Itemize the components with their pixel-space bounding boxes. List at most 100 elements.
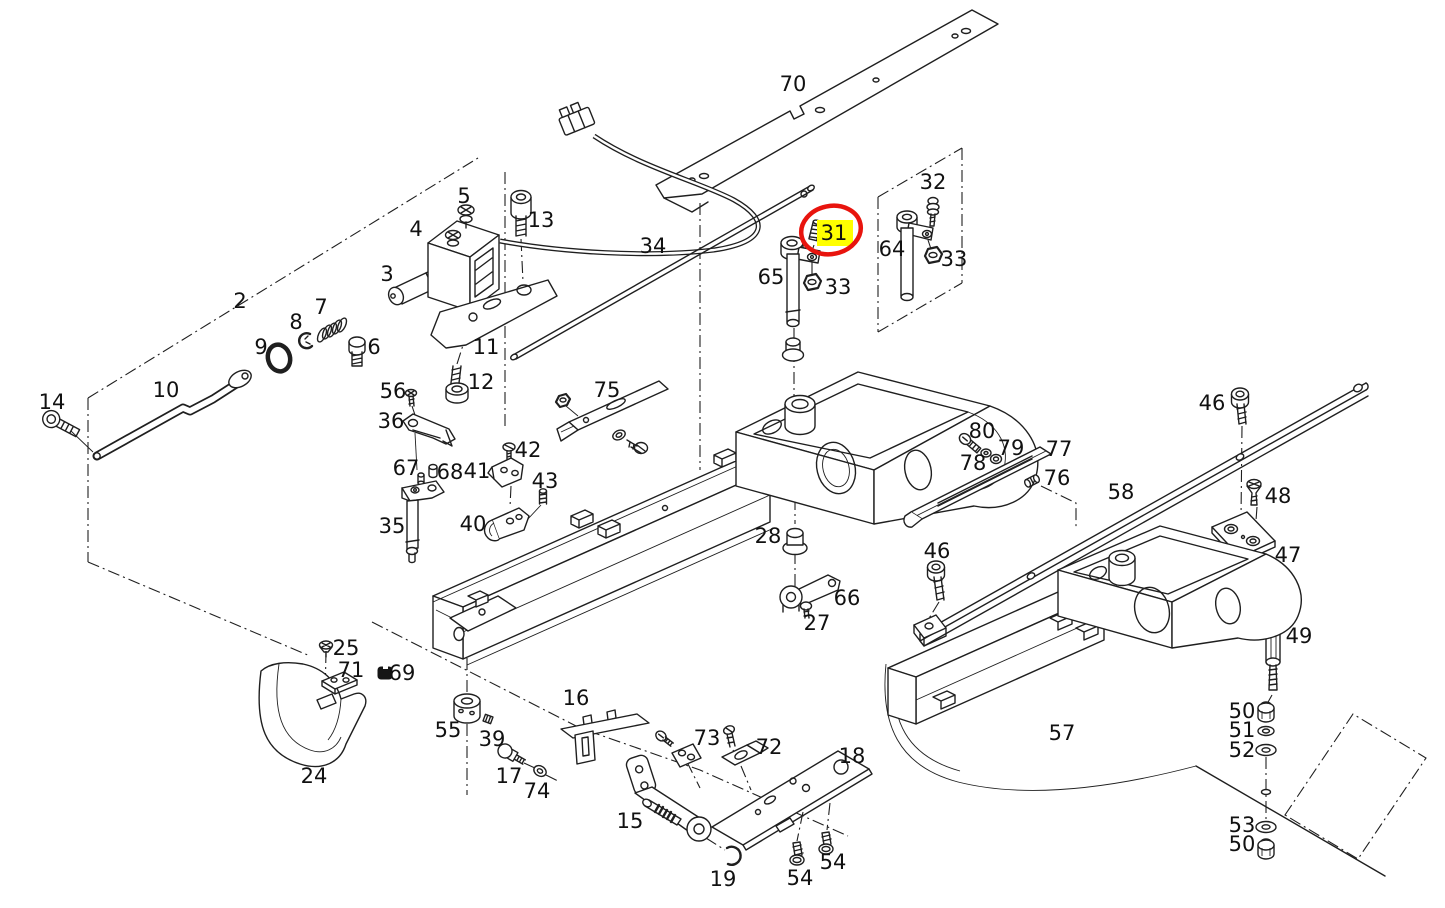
part-label-33: 33 [941, 247, 968, 271]
part-label-74: 74 [524, 779, 551, 803]
spring-7 [316, 317, 348, 343]
part-label-75: 75 [594, 378, 621, 402]
washer-78 [980, 448, 992, 458]
highlight-label-bg [817, 220, 853, 246]
part-label-57: 57 [1049, 721, 1076, 745]
part-label-56: 56 [380, 379, 407, 403]
part-label-71: 71 [338, 658, 365, 682]
part-label-73: 73 [694, 726, 721, 750]
rail-58 [913, 382, 1369, 647]
part-label-79: 79 [998, 436, 1025, 460]
lever-15-group [625, 754, 742, 866]
part-label-9: 9 [254, 335, 267, 359]
part-label-69: 69 [389, 661, 416, 685]
washer-79 [989, 453, 1003, 465]
nut-33-left [802, 272, 823, 292]
part-label-5: 5 [457, 184, 470, 208]
part-label-15: 15 [617, 809, 644, 833]
part-label-32: 32 [920, 170, 947, 194]
solenoid-cable [499, 101, 761, 257]
screw-73 [655, 730, 674, 747]
hardware-47-53 [1211, 478, 1281, 860]
plate-71 [321, 671, 358, 695]
part-label-7: 7 [314, 295, 327, 319]
part-label-35: 35 [379, 514, 406, 538]
part-label-34: 34 [640, 234, 667, 258]
crank-65-group [780, 219, 823, 362]
screw-54-left [789, 841, 805, 866]
collar-55-group [453, 693, 494, 725]
part-label-68: 68 [437, 460, 464, 484]
part-label-31: 31 [821, 221, 848, 245]
part-label-2: 2 [233, 289, 246, 313]
part-label-46: 46 [1199, 391, 1226, 415]
part-label-36: 36 [378, 409, 405, 433]
rail-end-block [913, 614, 947, 647]
part-label-47: 47 [1275, 543, 1302, 567]
screw-75 [626, 439, 649, 455]
washer-51 [1257, 725, 1275, 737]
part-label-78: 78 [960, 451, 987, 475]
bracket-40 [483, 507, 530, 542]
screw-80 [958, 432, 982, 454]
set-screw-39 [482, 713, 494, 725]
grommet-69 [377, 666, 393, 680]
screw-6 [348, 336, 366, 367]
screw-42 [502, 442, 516, 460]
frame-57 [884, 525, 1386, 877]
screw-12 [445, 365, 469, 404]
bracket-41 [487, 457, 524, 488]
part-label-48: 48 [1265, 484, 1292, 508]
cover-24-group [258, 640, 393, 768]
pin-35 [401, 480, 445, 564]
bushing-68 [428, 463, 438, 479]
part-label-50: 50 [1229, 832, 1256, 856]
part-label-42: 42 [515, 438, 542, 462]
part-label-58: 58 [1108, 480, 1135, 504]
screw-56 [404, 388, 418, 407]
part-label-65: 65 [758, 265, 785, 289]
part-label-19: 19 [710, 867, 737, 891]
part-label-14: 14 [39, 390, 66, 414]
part-label-39: 39 [479, 727, 506, 751]
part-label-18: 18 [839, 744, 866, 768]
washer-74 [533, 764, 547, 778]
screw-13 [510, 189, 532, 237]
part-label-16: 16 [563, 686, 590, 710]
part-label-70: 70 [780, 72, 807, 96]
part-label-66: 66 [834, 586, 861, 610]
bracket-40-41-group [483, 442, 548, 542]
pin-76 [1023, 474, 1041, 488]
part-label-24: 24 [301, 764, 328, 788]
part-label-8: 8 [289, 310, 302, 334]
bushing-65 [781, 337, 805, 362]
part-label-52: 52 [1229, 738, 1256, 762]
part-label-28: 28 [755, 524, 782, 548]
screw-46-right [1230, 387, 1250, 425]
washer-53 [1255, 820, 1277, 834]
part-label-80: 80 [969, 419, 996, 443]
washer-52 [1255, 743, 1277, 757]
nut-50-top [1257, 701, 1275, 723]
plate-18-group [655, 725, 873, 866]
part-label-12: 12 [468, 370, 495, 394]
plate-73 [671, 743, 702, 768]
crank-64-group [896, 196, 944, 302]
crank-66-group [779, 574, 841, 619]
screw-27 [799, 601, 813, 619]
part-label-33: 33 [825, 275, 852, 299]
part-label-51: 51 [1229, 718, 1256, 742]
rod-34 [510, 184, 815, 361]
highlight-31 [798, 203, 864, 257]
part-label-40: 40 [460, 512, 487, 536]
part-label-25: 25 [333, 636, 360, 660]
bracket-77-group [903, 432, 1052, 528]
part-label-49: 49 [1286, 624, 1313, 648]
link-35-group [401, 413, 456, 564]
part-label-77: 77 [1046, 437, 1073, 461]
screw-46-left [926, 560, 946, 601]
nut-50-bottom [1257, 838, 1275, 860]
screw-48 [1246, 478, 1262, 506]
